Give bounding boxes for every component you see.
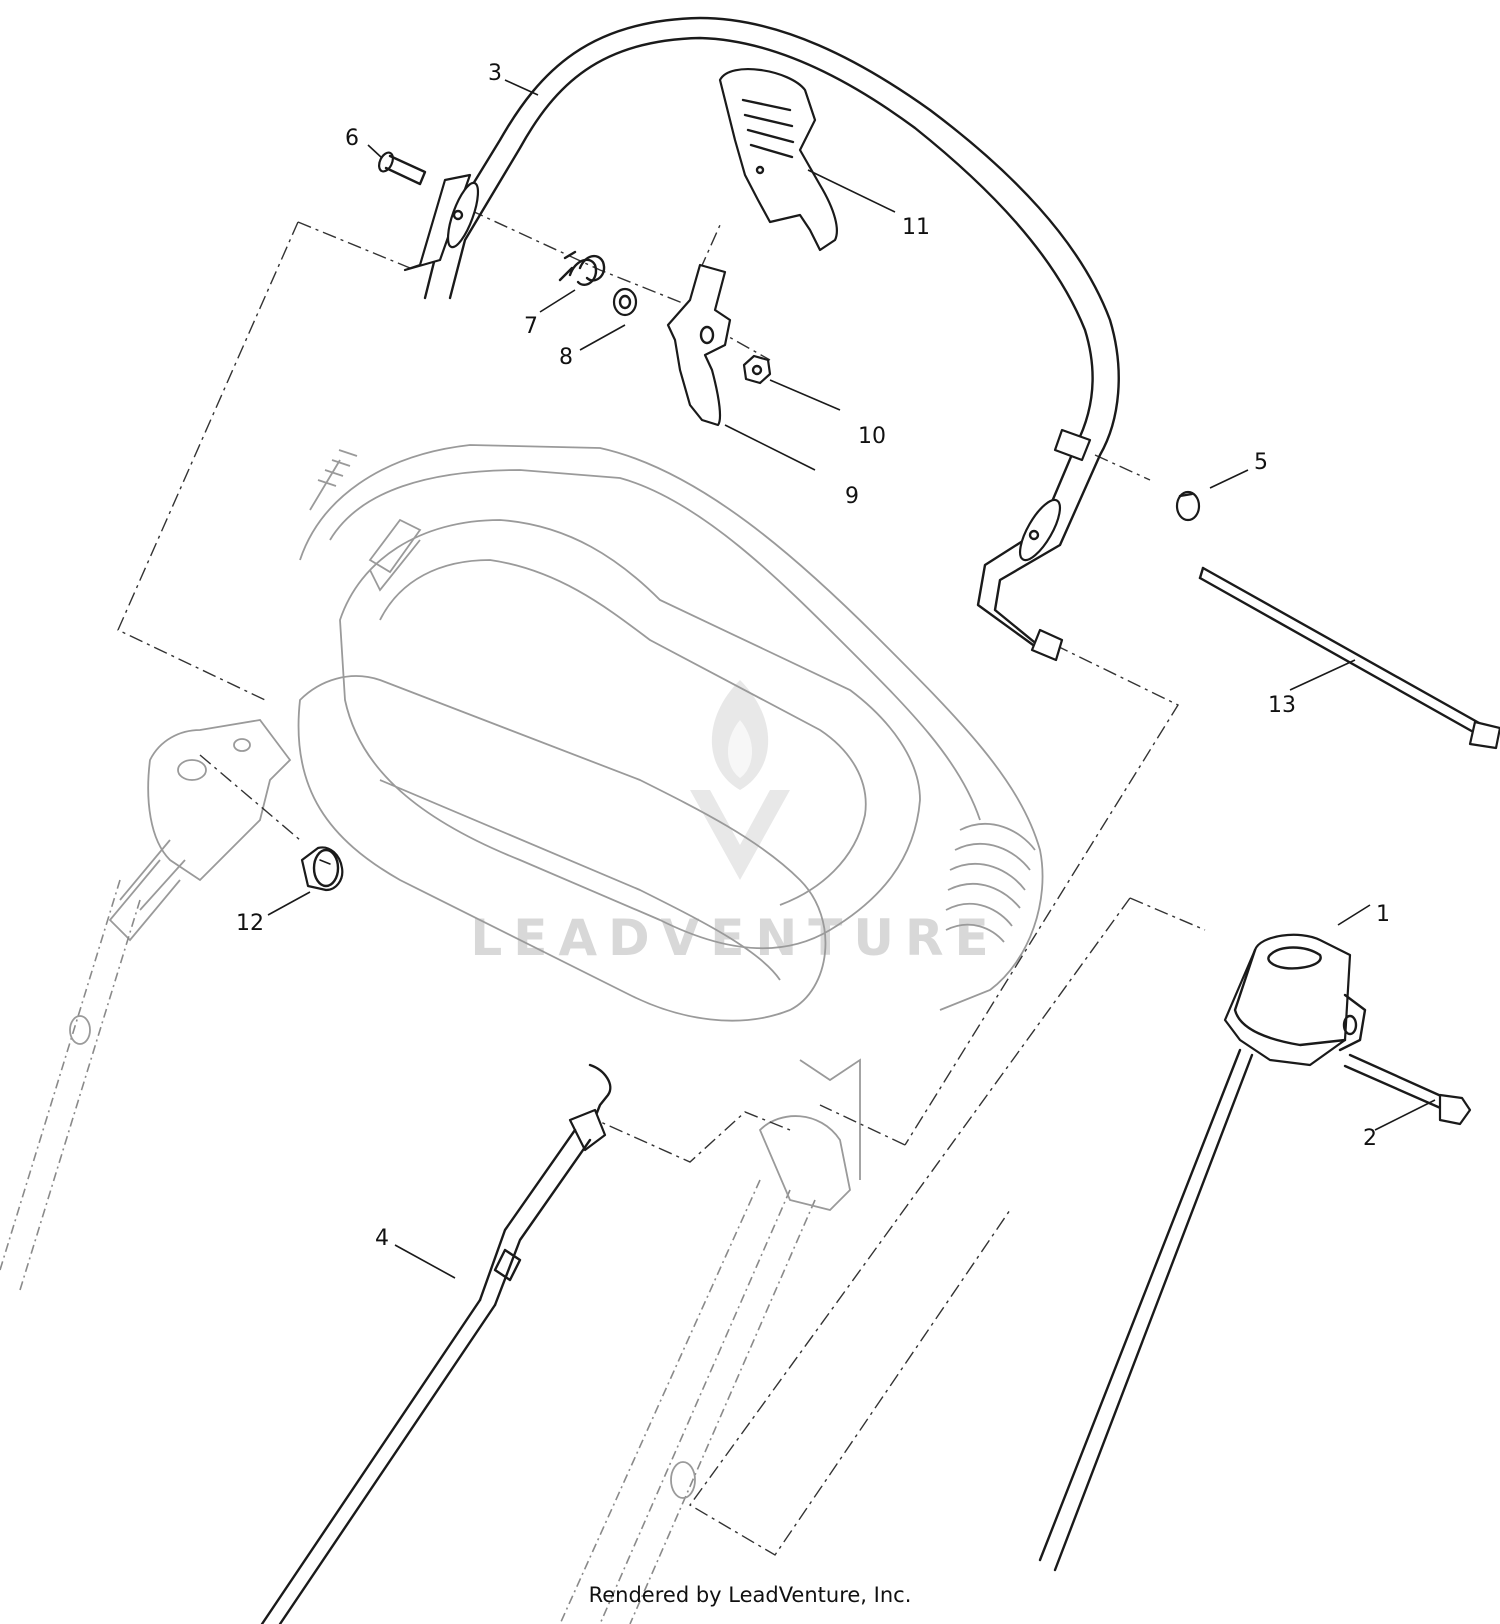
callout-2: 2 [1363,1126,1377,1151]
part-11-bail-lever [718,68,838,252]
render-credit: Rendered by LeadVenture, Inc. [588,1583,912,1607]
part-1-control-housing [1038,933,1367,1572]
callout-11: 11 [902,215,930,240]
part-3-upper-handle [403,16,1120,662]
callout-8: 8 [559,345,573,370]
callout-leader-lines [267,79,1436,1279]
part-4-control-cable [260,1063,612,1624]
part-2-hex-bolt [1343,1053,1472,1126]
callout-labels: 3 6 7 8 11 10 9 5 13 12 1 2 4 [236,61,1390,1251]
part-6-shoulder-bolt [378,151,427,186]
part-12-plug-cap [300,846,344,892]
part-5-flange-nut [1175,490,1201,522]
callout-10: 10 [858,424,886,449]
part-7-torsion-spring [558,250,606,287]
callout-7: 7 [524,314,538,339]
callout-13: 13 [1268,693,1296,718]
callout-12: 12 [236,911,264,936]
leadventure-flame-logo-icon [690,680,790,880]
part-9-actuator-lever [666,263,732,427]
watermark-text: LEADVENTURE [470,909,999,967]
cooling-fins [945,823,1036,943]
callout-4: 4 [375,1226,389,1251]
callout-3: 3 [488,61,502,86]
deck-housing-outline [0,444,1044,1624]
callout-9: 9 [845,484,859,509]
part-10-hex-nut [742,354,772,385]
callout-5: 5 [1254,450,1268,475]
callout-6: 6 [345,126,359,151]
callout-1: 1 [1376,902,1390,927]
part-13-cable-tie [1198,566,1500,750]
part-8-bushing [612,287,638,317]
